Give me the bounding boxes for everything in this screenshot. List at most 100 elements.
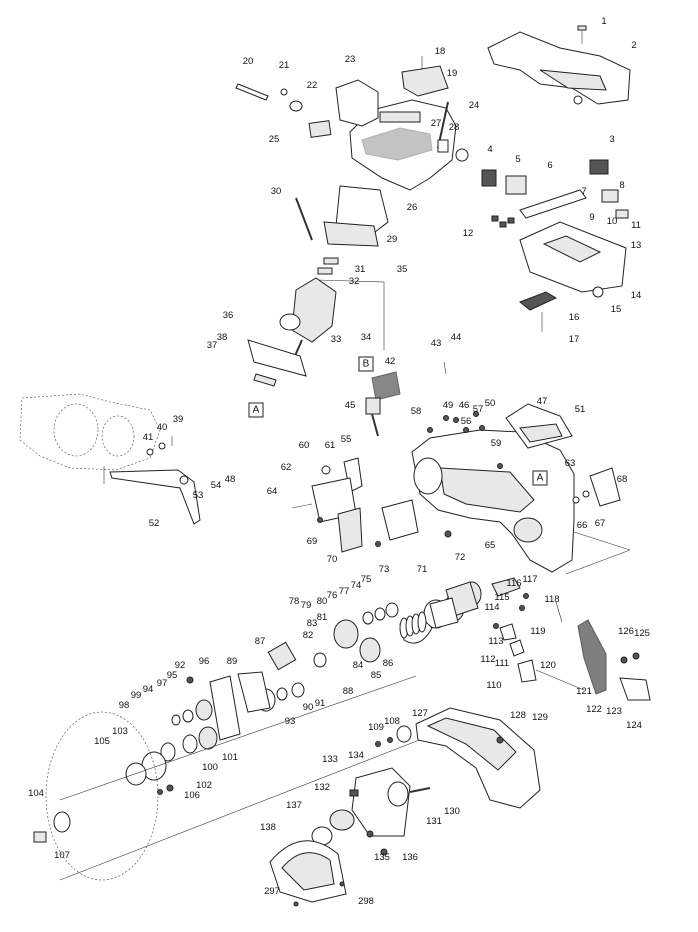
part-label-93: 93	[284, 716, 296, 727]
part-label-8: 8	[619, 180, 625, 191]
part-label-18: 18	[434, 46, 446, 57]
part-label-34: 34	[360, 332, 372, 343]
part-label-128: 128	[510, 710, 526, 721]
part-label-126: 126	[618, 626, 634, 637]
part-label-111: 111	[494, 658, 510, 669]
part-label-11: 11	[631, 220, 641, 231]
part-label-298: 298	[358, 896, 374, 907]
part-label-97: 97	[156, 678, 168, 689]
part-label-86: 86	[382, 658, 394, 669]
part-label-90: 90	[302, 702, 314, 713]
part-label-16: 16	[568, 312, 580, 323]
part-label-110: 110	[486, 680, 502, 691]
part-label-59: 59	[490, 438, 502, 449]
lever-118	[577, 619, 607, 695]
part-label-297: 297	[264, 886, 280, 897]
part-label-112: 112	[480, 654, 496, 665]
part-label-102: 102	[196, 780, 212, 791]
part-label-123: 123	[606, 706, 622, 717]
saw-blade-outline	[45, 711, 159, 881]
part-label-131: 131	[426, 816, 442, 827]
part-label-84: 84	[352, 660, 364, 671]
part-label-106: 106	[184, 790, 200, 801]
part-label-46: 46	[458, 400, 470, 411]
part-label-138: 138	[260, 822, 276, 833]
part-label-12: 12	[462, 228, 474, 239]
part-label-133: 133	[322, 754, 338, 765]
part-label-4: 4	[487, 144, 493, 155]
part-label-88: 88	[342, 686, 354, 697]
part-label-44: 44	[450, 332, 462, 343]
part-label-36: 36	[222, 310, 234, 321]
part-label-135: 135	[374, 852, 390, 863]
part-label-49: 49	[442, 400, 454, 411]
part-label-120: 120	[540, 660, 556, 671]
part-label-75: 75	[360, 574, 372, 585]
part-label-42: 42	[384, 356, 396, 367]
part-label-30: 30	[270, 186, 282, 197]
part-label-35: 35	[396, 264, 408, 275]
part-label-83: 83	[306, 618, 318, 629]
part-label-20: 20	[242, 56, 254, 67]
part-label-50: 50	[484, 398, 496, 409]
part-label-81: 81	[316, 612, 328, 623]
part-label-119: 119	[530, 626, 546, 637]
part-label-60: 60	[298, 440, 310, 451]
part-label-87: 87	[254, 636, 266, 647]
part-label-6: 6	[547, 160, 553, 171]
part-label-134: 134	[348, 750, 364, 761]
part-label-117: 117	[522, 574, 538, 585]
part-label-137: 137	[286, 800, 302, 811]
part-label-66: 66	[576, 520, 588, 531]
part-label-32: 32	[348, 276, 360, 287]
part-label-23: 23	[344, 54, 356, 65]
handle-cover	[487, 31, 631, 105]
part-label-113: 113	[488, 636, 504, 647]
part-label-101: 101	[222, 752, 238, 763]
part-label-67: 67	[594, 518, 606, 529]
part-label-37: 37	[206, 340, 218, 351]
part-label-129: 129	[532, 712, 548, 723]
part-label-76: 76	[326, 590, 338, 601]
section-marker-a-upper: A	[248, 402, 264, 418]
part-label-17: 17	[568, 334, 580, 345]
part-label-100: 100	[202, 762, 218, 773]
part-label-124: 124	[626, 720, 642, 731]
part-label-1: 1	[601, 16, 607, 27]
part-label-56: 56	[460, 416, 472, 427]
part-label-31: 31	[354, 264, 366, 275]
part-label-64: 64	[266, 486, 278, 497]
part-label-116: 116	[506, 578, 522, 589]
part-label-65: 65	[484, 540, 496, 551]
part-label-79: 79	[300, 600, 312, 611]
part-label-109: 109	[368, 722, 384, 733]
part-label-45: 45	[344, 400, 356, 411]
part-label-72: 72	[454, 552, 466, 563]
part-label-58: 58	[410, 406, 422, 417]
part-label-80: 80	[316, 596, 328, 607]
part-label-54: 54	[210, 480, 222, 491]
part-label-14: 14	[630, 290, 642, 301]
part-label-94: 94	[142, 684, 154, 695]
part-label-39: 39	[172, 414, 184, 425]
part-label-21: 21	[278, 60, 290, 71]
part-label-55: 55	[340, 434, 352, 445]
part-label-10: 10	[606, 216, 618, 227]
part-label-27: 27	[430, 118, 442, 129]
part-label-118: 118	[544, 594, 560, 605]
part-label-92: 92	[174, 660, 186, 671]
part-label-38: 38	[216, 332, 228, 343]
part-label-78: 78	[288, 596, 300, 607]
part-label-52: 52	[148, 518, 160, 529]
section-marker-a-housing: A	[532, 470, 548, 486]
part-label-77: 77	[338, 586, 350, 597]
part-label-69: 69	[306, 536, 318, 547]
part-label-89: 89	[226, 656, 238, 667]
part-label-47: 47	[536, 396, 548, 407]
part-label-73: 73	[378, 564, 390, 575]
part-label-7: 7	[581, 186, 587, 197]
part-label-99: 99	[130, 690, 142, 701]
part-label-74: 74	[350, 580, 362, 591]
